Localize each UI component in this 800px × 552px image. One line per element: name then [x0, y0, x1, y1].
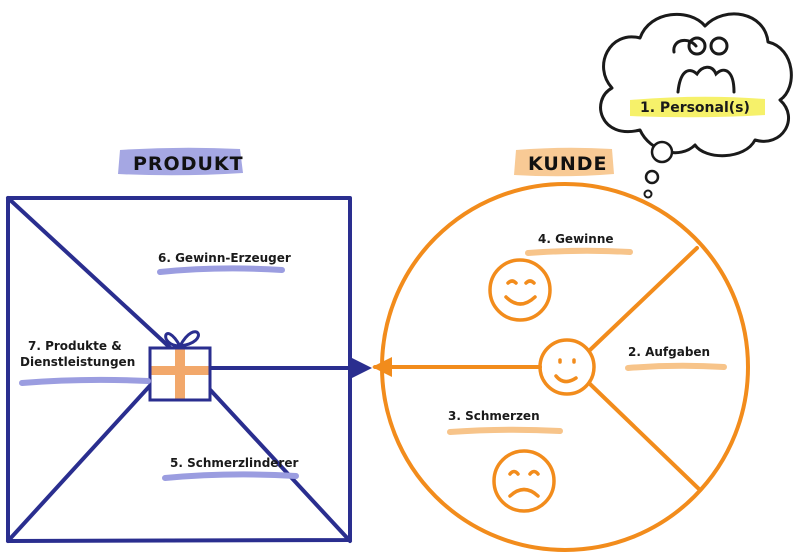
schmerzlinderer-label: 5. Schmerzlinderer	[170, 456, 298, 470]
produkte-label-line2: Dienstleistungen	[20, 355, 135, 369]
aufgaben-highlight	[625, 362, 727, 371]
people-icon	[672, 36, 736, 94]
gift-icon	[148, 330, 212, 402]
gewinne-label: 4. Gewinne	[538, 232, 614, 246]
produkt-title: PRODUKT	[133, 153, 244, 175]
happy-face-icon	[488, 258, 552, 322]
gewinn-erzeuger-highlight	[157, 265, 285, 275]
schmerzen-label: 3. Schmerzen	[448, 409, 540, 423]
gewinne-highlight	[525, 247, 633, 256]
customer-face-icon	[538, 338, 596, 396]
thought-cloud-icon	[599, 12, 793, 199]
aufgaben-label: 2. Aufgaben	[628, 345, 710, 359]
connector-arrow	[208, 358, 372, 378]
sad-face-icon	[492, 449, 556, 513]
produkte-highlight	[19, 376, 151, 386]
kunde-arrow-head	[372, 357, 392, 377]
gewinn-erzeuger-label: 6. Gewinn-Erzeuger	[158, 251, 291, 265]
kunde-title: KUNDE	[528, 153, 607, 175]
persona-label: 1. Personal(s)	[640, 100, 750, 116]
schmerzlinderer-highlight	[162, 471, 299, 481]
produkte-label-line1: 7. Produkte &	[28, 339, 122, 353]
persona-highlight	[630, 96, 765, 118]
kunde-title-highlight	[514, 147, 614, 177]
schmerzen-highlight	[447, 426, 563, 435]
produkt-title-highlight	[118, 147, 243, 176]
